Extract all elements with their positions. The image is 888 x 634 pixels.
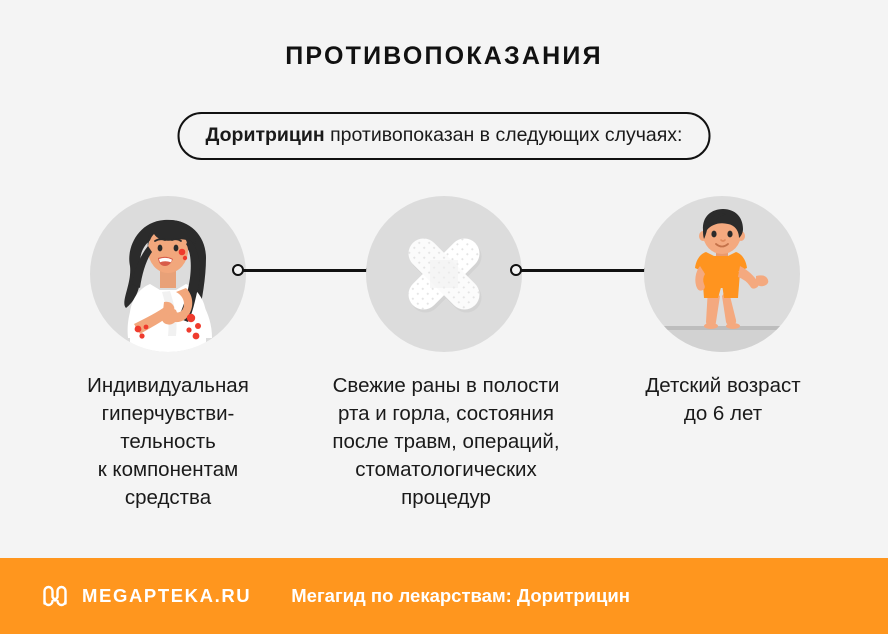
connector-line-1 xyxy=(232,262,378,278)
connector-endpoint-left xyxy=(232,264,244,276)
woman-with-allergy-rash-icon xyxy=(90,196,246,352)
item-caption-1: Индивидуальная гиперчувстви- тельность к… xyxy=(87,374,249,510)
connector-bar xyxy=(238,269,372,272)
lead-banner: Доритрицин противопоказан в следующих сл… xyxy=(177,112,711,161)
page-title: ПРОТИВОПОКАЗАНИЯ xyxy=(285,42,603,70)
footer-brand-name: MEGAPTEKA.RU xyxy=(82,585,252,606)
footer-tagline: Мегагид по лекарствам: Доритрицин xyxy=(291,585,630,606)
items-row xyxy=(0,196,888,366)
lead-drug-name: Доритрицин xyxy=(205,124,325,146)
connector-endpoint-left xyxy=(510,264,522,276)
crossed-adhesive-bandages-icon xyxy=(366,196,522,352)
megapteka-m-logo-icon xyxy=(40,581,70,611)
item-caption-3: Детский возраст до 6 лет xyxy=(645,374,801,426)
item-caption-2: Свежие раны в полости рта и горла, состо… xyxy=(332,374,560,510)
connector-line-2 xyxy=(510,262,656,278)
connector-bar xyxy=(516,269,650,272)
child-boy-icon xyxy=(644,196,800,352)
footer-bar: MEGAPTEKA.RU Мегагид по лекарствам: Дори… xyxy=(0,558,888,634)
lead-text: противопоказан в следующих случаях: xyxy=(324,124,683,146)
